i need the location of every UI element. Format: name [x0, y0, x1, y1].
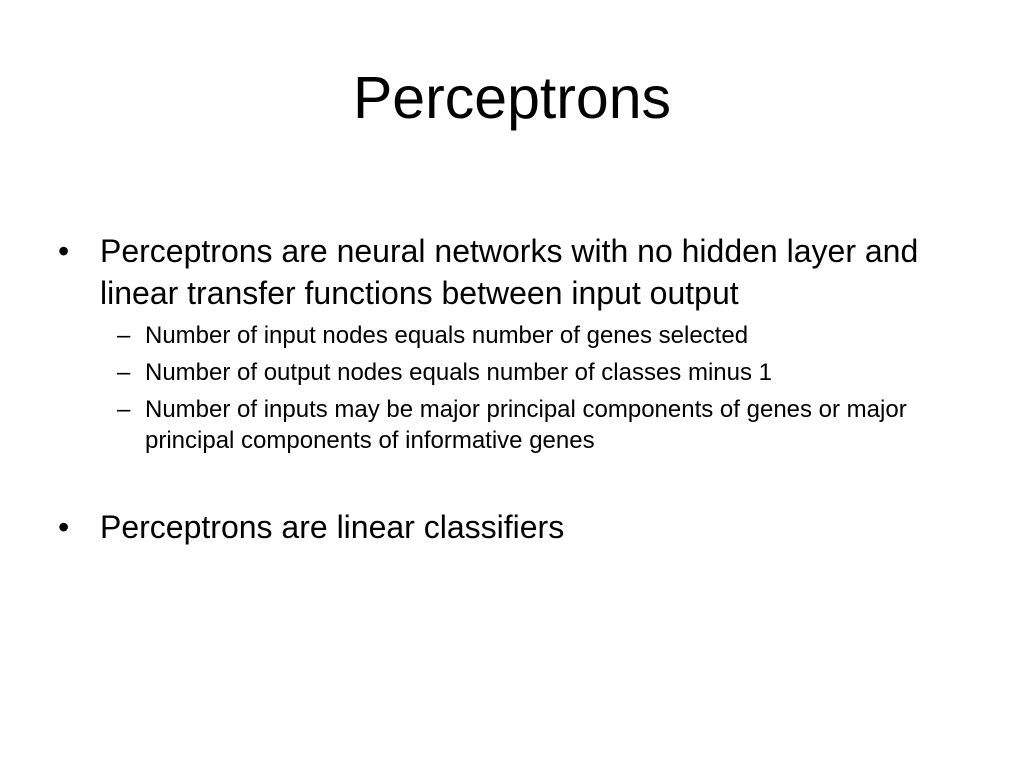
subbullet-marker: – [117, 396, 131, 423]
bullet-text: Perceptrons are neural networks with no … [100, 233, 919, 311]
bullet-marker: • [58, 233, 70, 269]
bullet-marker: • [58, 509, 70, 545]
subbullet-item: – Number of inputs may be major principa… [103, 394, 968, 456]
bullet-list: • Perceptrons are neural networks with n… [58, 230, 968, 548]
subbullet-marker: – [117, 322, 131, 349]
subbullet-item: – Number of input nodes equals number of… [103, 320, 968, 351]
slide-title: Perceptrons [352, 65, 672, 131]
bullet-item: • Perceptrons are linear classifiers [58, 506, 968, 548]
subbullet-text: Number of inputs may be major principal … [145, 396, 907, 454]
subbullet-text: Number of input nodes equals number of g… [145, 322, 749, 349]
subbullet-list: – Number of input nodes equals number of… [100, 320, 968, 456]
bullet-item: • Perceptrons are neural networks with n… [58, 230, 968, 456]
subbullet-text: Number of output nodes equals number of … [145, 359, 773, 386]
bullet-text: Perceptrons are linear classifiers [100, 509, 565, 545]
subbullet-marker: – [117, 359, 131, 386]
subbullet-item: – Number of output nodes equals number o… [103, 357, 968, 388]
